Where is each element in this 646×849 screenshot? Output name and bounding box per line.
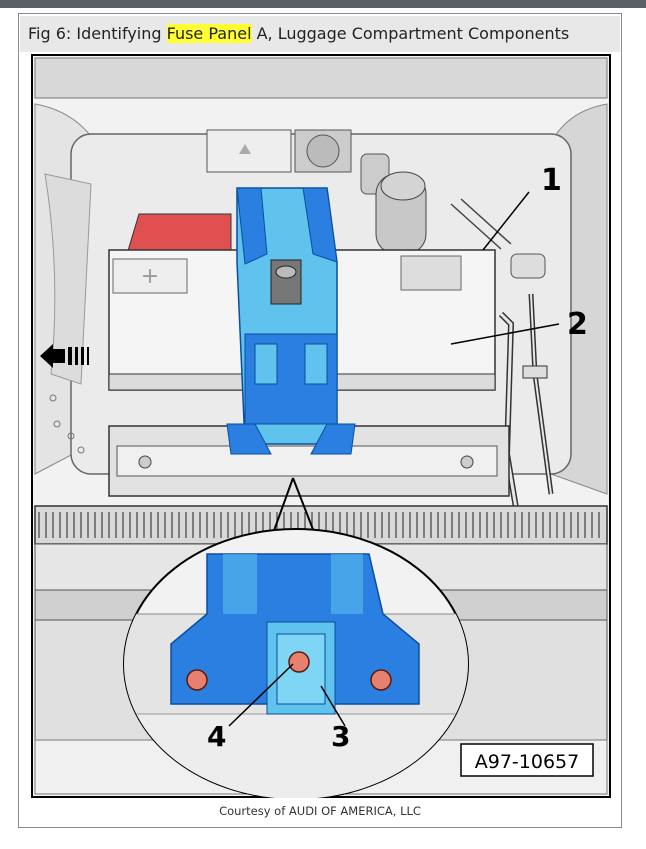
top-bar xyxy=(0,0,646,8)
callout-1-leader xyxy=(482,191,530,251)
sill-ribs xyxy=(38,512,600,538)
reference-code-box: A97-10657 xyxy=(460,743,594,777)
callout-3: 3 xyxy=(331,720,350,753)
cable-harness xyxy=(498,293,554,515)
callout-1: 1 xyxy=(541,163,562,198)
title-suffix: A, Luggage Compartment Components xyxy=(251,24,570,43)
direction-arrow-icon xyxy=(40,344,89,368)
luggage-compartment-diagram: + xyxy=(31,54,611,798)
figure-caption: Courtesy of AUDI OF AMERICA, LLC xyxy=(219,804,421,818)
title-highlight: Fuse Panel xyxy=(166,24,252,43)
callout-4: 4 xyxy=(207,720,226,753)
upper-components xyxy=(206,129,546,279)
zoom-detail xyxy=(123,528,469,798)
battery-hold-down-bracket xyxy=(226,187,356,455)
callout-2: 2 xyxy=(567,307,588,342)
figure-title: Fig 6: Identifying Fuse Panel A, Luggage… xyxy=(28,24,569,43)
title-prefix: Fig 6: Identifying xyxy=(28,24,167,43)
svg-text:+: + xyxy=(141,264,159,289)
callout-2-leader xyxy=(450,323,560,345)
title-bar: Fig 6: Identifying Fuse Panel A, Luggage… xyxy=(20,16,620,52)
reference-code: A97-10657 xyxy=(475,751,579,773)
figure-panel: Fig 6: Identifying Fuse Panel A, Luggage… xyxy=(18,13,622,828)
